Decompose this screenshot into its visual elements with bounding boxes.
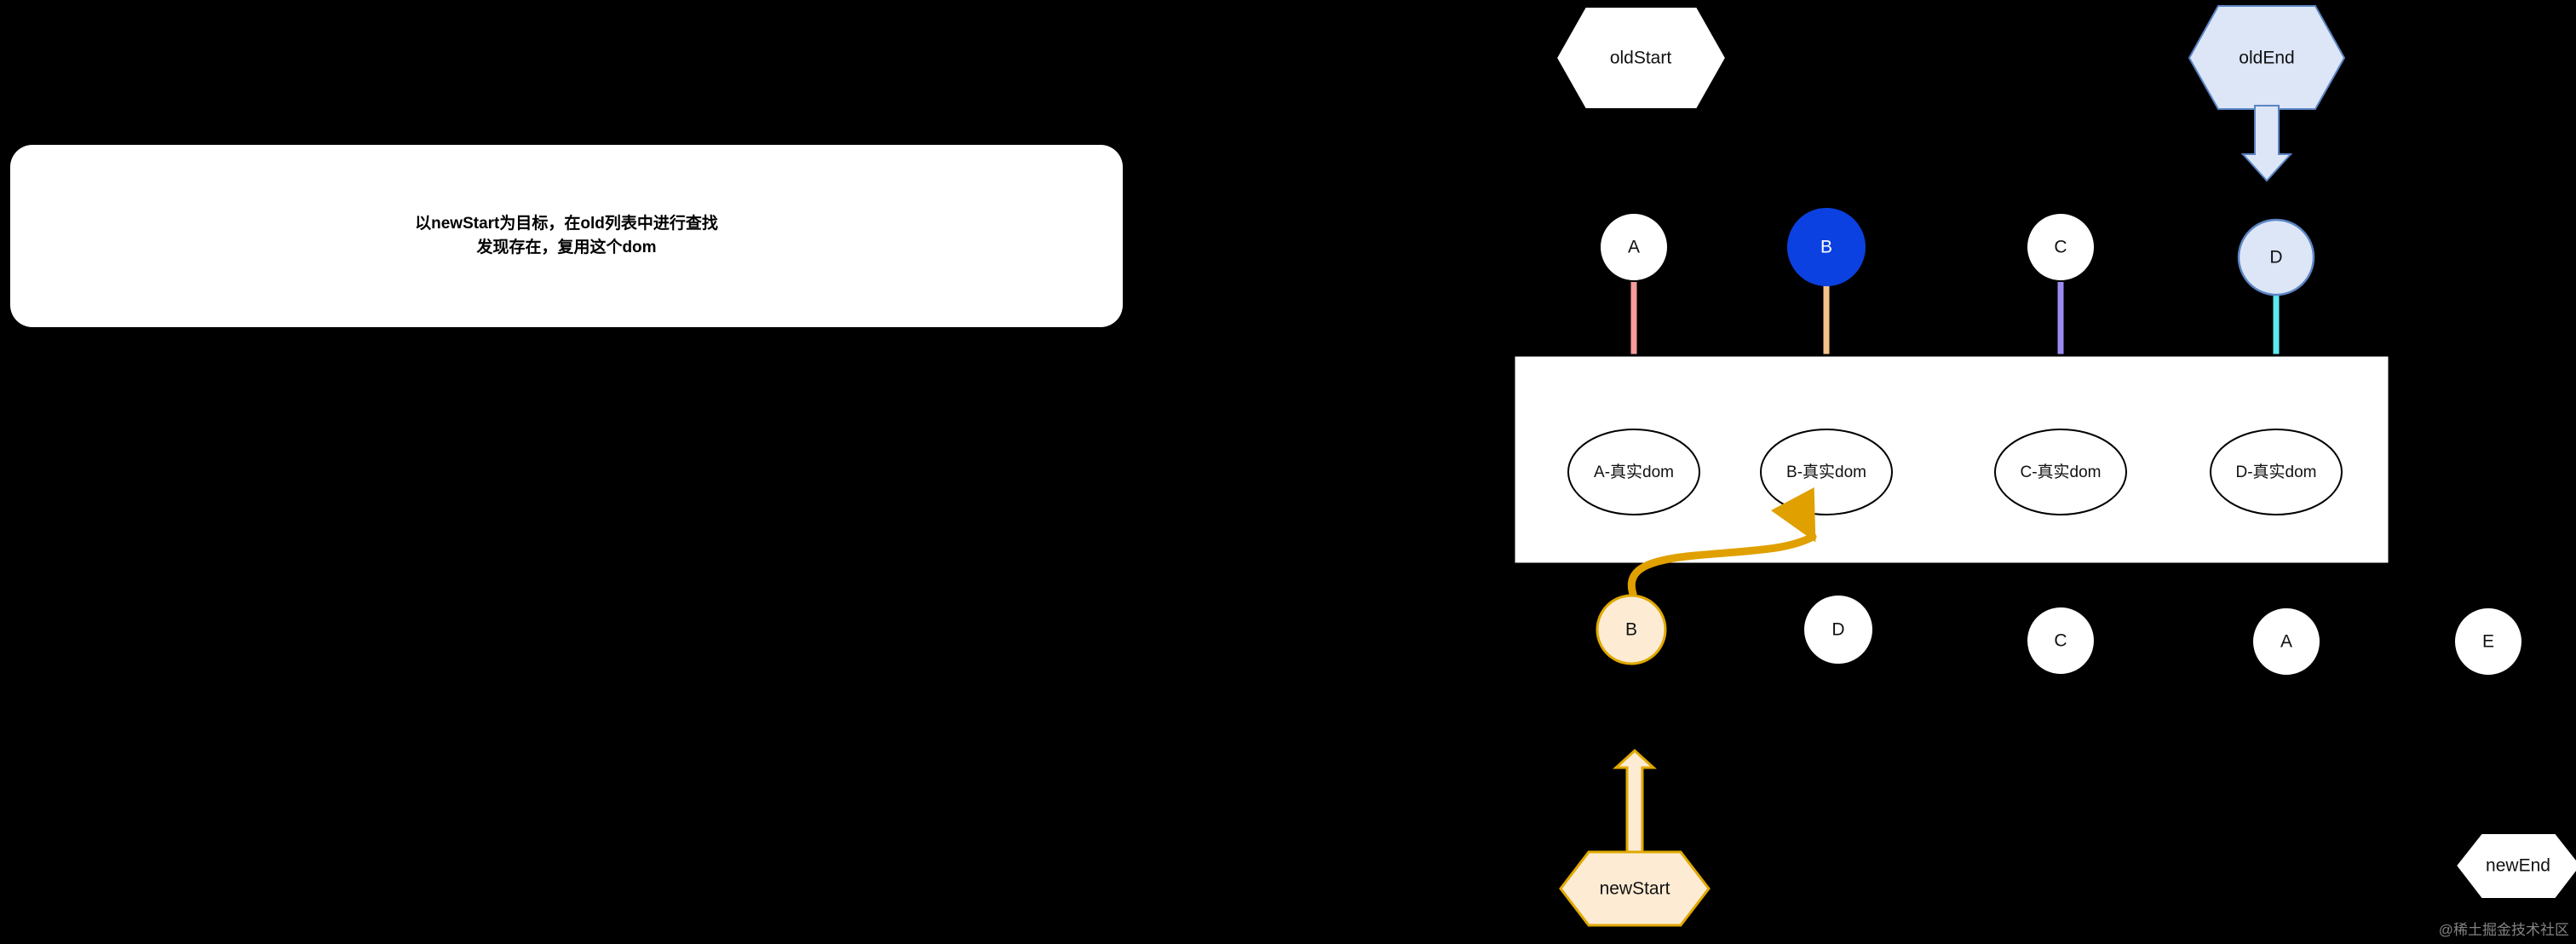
real-dom-B[interactable]: B-真实dom <box>1760 429 1893 515</box>
reuse-arrow-B <box>1627 486 1817 598</box>
old-vnode-B[interactable]: B <box>1787 208 1866 286</box>
new-vnode-E[interactable]: E <box>2453 607 2523 676</box>
old-vnode-C[interactable]: C <box>2026 212 2096 282</box>
new-vnode-D[interactable]: D <box>1803 594 1874 665</box>
old-vnode-A-label: A <box>1628 238 1640 257</box>
pointer-new-start[interactable]: newStart <box>1559 850 1711 927</box>
old-vnode-D-label: D <box>2269 248 2282 268</box>
real-dom-A[interactable]: A-真实dom <box>1567 429 1700 515</box>
pointer-old-end-label: oldEnd <box>2239 49 2294 68</box>
note-line-1: 以newStart为目标，在old列表中进行查找 <box>415 214 718 233</box>
pointer-new-end-label: newEnd <box>2486 856 2550 876</box>
pointer-new-end[interactable]: newEnd <box>2454 832 2576 900</box>
new-vnode-A[interactable]: A <box>2251 607 2321 676</box>
real-dom-B-label: B-真实dom <box>1786 463 1866 481</box>
explanation-note-box: 以newStart为目标，在old列表中进行查找 发现存在，复用这个dom <box>10 145 1123 327</box>
new-vnode-B-label: B <box>1625 620 1637 640</box>
old-end-block-arrow-icon <box>2240 105 2293 182</box>
pointer-old-start-label: oldStart <box>1610 49 1672 68</box>
new-vnode-E-label: E <box>2482 632 2494 652</box>
pointer-old-start[interactable]: oldStart <box>1555 6 1728 110</box>
real-dom-D[interactable]: D-真实dom <box>2210 429 2343 515</box>
real-dom-C[interactable]: C-真实dom <box>1994 429 2127 515</box>
new-start-block-arrow-icon <box>1613 748 1657 854</box>
new-vnode-A-label: A <box>2280 632 2292 652</box>
real-dom-D-label: D-真实dom <box>2235 463 2316 481</box>
old-vnode-B-label: B <box>1820 238 1832 257</box>
real-dom-C-label: C-真实dom <box>2020 463 2101 481</box>
real-dom-A-label: A-真实dom <box>1594 463 1674 481</box>
new-vnode-C-label: C <box>2054 631 2067 651</box>
old-vnode-D[interactable]: D <box>2237 218 2315 296</box>
pointer-new-start-label: newStart <box>1600 879 1670 899</box>
old-vnode-A[interactable]: A <box>1599 212 1669 282</box>
new-vnode-B[interactable]: B <box>1596 594 1667 665</box>
watermark-text: @稀土掘金技术社区 <box>2438 922 2569 938</box>
pointer-old-end[interactable]: oldEnd <box>2188 5 2346 110</box>
new-vnode-C[interactable]: C <box>2026 606 2096 676</box>
note-line-2: 发现存在，复用这个dom <box>476 239 657 256</box>
new-vnode-D-label: D <box>1831 620 1844 640</box>
explanation-note-text: 以newStart为目标，在old列表中进行查找 发现存在，复用这个dom <box>10 145 1123 327</box>
old-vnode-C-label: C <box>2054 238 2067 257</box>
